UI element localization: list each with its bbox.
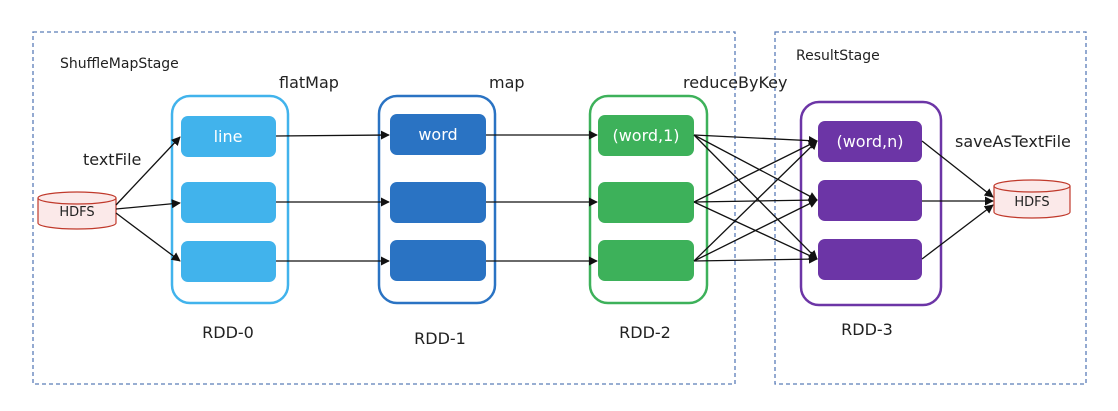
shuffle-arrow-1-1 xyxy=(693,134,818,146)
hdfs-sink-db: HDFS xyxy=(993,179,1071,219)
hdfs-source-label: HDFS xyxy=(59,205,94,220)
rdd-0-label: RDD-0 xyxy=(202,323,254,342)
rdd-1-label: RDD-1 xyxy=(414,329,466,348)
result-stage-frame xyxy=(774,31,1087,385)
rdd-1-container xyxy=(377,94,497,305)
op-flatmap-label: flatMap xyxy=(279,73,339,92)
reducebykey-shuffle-arrows xyxy=(693,134,818,264)
map-arrows xyxy=(486,130,598,266)
hdfs-sink-db-top xyxy=(993,179,1071,193)
hdfs-sink-db-body xyxy=(993,186,1071,219)
rdd-2-partition-1-label: (word,1) xyxy=(612,126,679,145)
arrow-hdfs-to-rdd0-p2 xyxy=(115,199,181,210)
shuffle-arrow-3-3 xyxy=(693,254,818,264)
rdd-3-label: RDD-3 xyxy=(841,320,893,339)
saveastextfile-arrows xyxy=(921,140,994,260)
rdd-3-container xyxy=(799,100,943,307)
shuffle-arrow-3-1 xyxy=(693,140,818,262)
rdd-3-partition-3 xyxy=(818,239,922,280)
result-stage-label: ResultStage xyxy=(796,48,880,64)
hdfs-source-db-top xyxy=(37,191,117,205)
arrow-rdd0-to-rdd1-p1 xyxy=(275,130,390,140)
op-textfile-label: textFile xyxy=(83,150,141,169)
rdd-0-partition-1-label: line xyxy=(214,127,243,146)
shuffle-arrow-3-2 xyxy=(693,199,818,262)
arrow-hdfs-to-rdd0-p3 xyxy=(115,212,181,262)
rdd-3-partition-1-label: (word,n) xyxy=(836,132,903,151)
rdd-3-partition-2 xyxy=(818,180,922,221)
flatmap-arrows xyxy=(275,130,390,266)
rdd-1-partition-3 xyxy=(390,240,486,281)
shuffle-arrow-2-1 xyxy=(693,140,818,203)
hdfs-source-db-body xyxy=(37,198,117,230)
hdfs-sink-label: HDFS xyxy=(1014,195,1049,210)
op-saveastextfile-label: saveAsTextFile xyxy=(955,132,1071,151)
shuffle-map-stage-label: ShuffleMapStage xyxy=(60,56,179,72)
rdd-1-partition-1 xyxy=(390,114,486,155)
arrow-rdd3-p1-to-hdfs xyxy=(921,140,994,198)
rdd-0-partition-2 xyxy=(181,182,276,223)
rdd-0-partition-1 xyxy=(181,116,276,157)
rdd-2-partition-3 xyxy=(598,240,694,281)
rdd-2-partition-1 xyxy=(598,115,694,156)
shuffle-arrow-1-2 xyxy=(693,134,818,201)
rdd-0-partition-3 xyxy=(181,241,276,282)
rdd-3-partition-1 xyxy=(818,121,922,162)
textfile-arrows xyxy=(115,136,181,262)
hdfs-source-db: HDFS xyxy=(37,191,117,230)
shuffle-map-stage-frame xyxy=(32,31,736,385)
arrow-rdd3-p3-to-hdfs xyxy=(921,204,994,260)
op-reducebykey-label: reduceByKey xyxy=(683,73,787,92)
op-map-label: map xyxy=(489,73,525,92)
rdd-1-partition-2 xyxy=(390,182,486,223)
rdd-2-label: RDD-2 xyxy=(619,323,671,342)
arrow-hdfs-to-rdd0-p1 xyxy=(115,136,181,206)
rdd-1-partition-1-label: word xyxy=(418,125,457,144)
shuffle-arrow-1-3 xyxy=(693,134,818,260)
rdd-2-partition-2 xyxy=(598,182,694,223)
